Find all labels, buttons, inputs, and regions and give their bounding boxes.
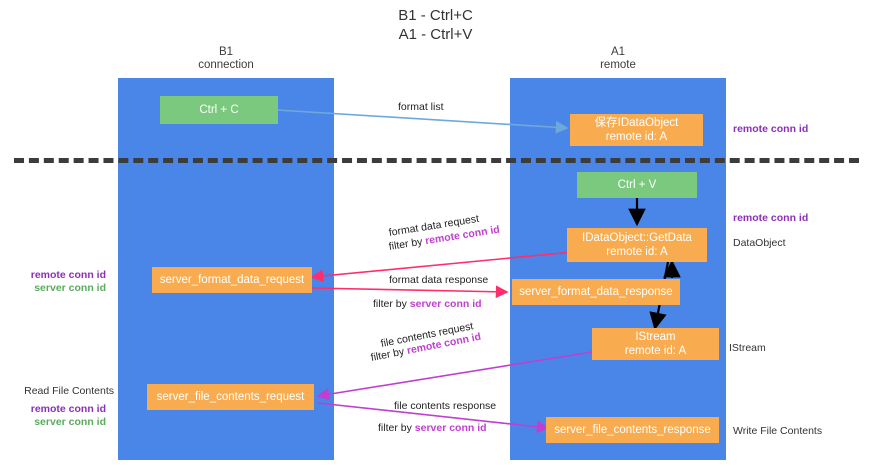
box-idataobject-getdata[interactable]: IDataObject::GetData remote id: A [567,228,707,262]
box-server-format-data-response[interactable]: server_format_data_response [512,279,680,305]
column-header-b1: B1 connection [198,46,254,71]
annotation-right-remote-conn-id-top: remote conn id [733,123,809,135]
annotation-right-write-file-contents: Write File Contents [733,425,823,437]
phase-divider [14,158,859,163]
edge-label-format-list: format list [398,101,444,113]
filter-key-server-conn-id: server conn id [414,422,487,434]
edge-label-format-data-response: format data response [389,274,489,286]
box-save-idataobject[interactable]: 保存IDataObject remote id: A [570,114,703,146]
column-header-a1: A1 remote [600,46,636,71]
box-server-file-contents-response[interactable]: server_file_contents_response [546,417,719,443]
filter-prefix: filter by [373,298,410,310]
box-istream[interactable]: IStream remote id: A [592,328,719,360]
filter-prefix: filter by [369,345,409,364]
box-server-file-contents-request[interactable]: server_file_contents_request [147,384,314,410]
annotation-right-istream: IStream [729,342,766,354]
arrow-format-data-response [311,285,509,299]
filter-prefix: filter by [378,422,415,434]
annotation-left-server-conn-id-low: server conn id [34,416,106,428]
annotation-left-server-conn-id-mid: server conn id [34,282,106,294]
filter-key-server-conn-id: server conn id [409,298,482,310]
annotation-right-dataobject: DataObject [733,237,786,249]
annotation-right-remote-conn-id-mid: remote conn id [733,212,809,224]
annotation-left-remote-conn-id-mid: remote conn id [30,269,106,281]
edge-label-file-contents-response-filter: filter by server conn id [378,421,487,436]
box-ctrl-v[interactable]: Ctrl + V [577,172,697,198]
box-server-format-data-request[interactable]: server_format_data_request [152,267,312,293]
edge-label-file-contents-response: file contents response [394,400,497,412]
page-title: B1 - Ctrl+C A1 - Ctrl+V [398,7,473,43]
box-ctrl-c[interactable]: Ctrl + C [160,96,278,124]
annotation-left-remote-conn-id-low: remote conn id [30,403,106,415]
annotation-left-read-file-contents: Read File Contents [24,385,114,397]
edge-label-format-data-response-filter: filter by server conn id [373,297,482,312]
